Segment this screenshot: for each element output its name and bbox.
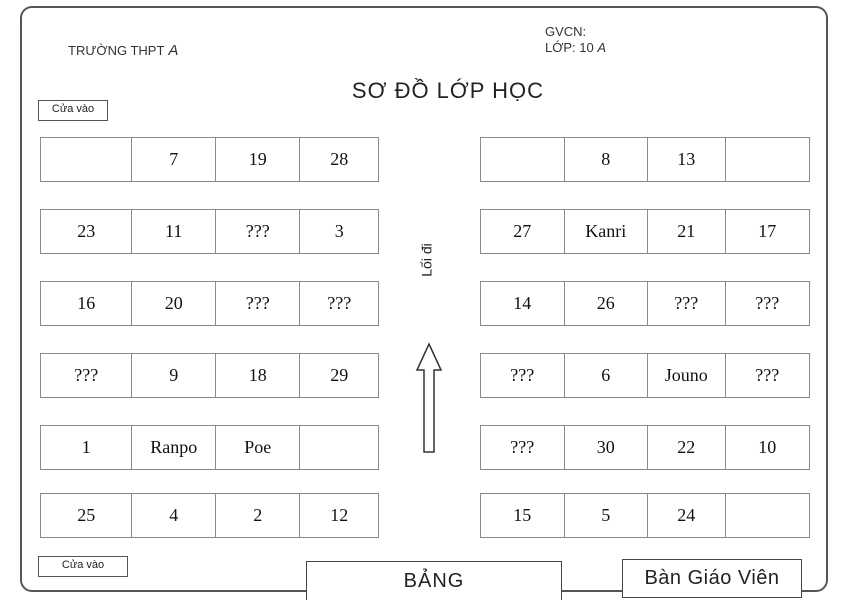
seat: ??? (481, 354, 565, 397)
seat: ??? (755, 365, 780, 385)
seat (41, 138, 133, 181)
seat-row: ??? 6 Jouno ??? (480, 353, 810, 398)
seat-row: ??? 9 18 29 (40, 353, 379, 398)
seat: 19 (216, 138, 301, 181)
class-prefix: LỚP: 10 (545, 40, 594, 55)
seat-row: 16 20 ??? ??? (40, 281, 379, 326)
teacher-label: GVCN: (545, 24, 587, 39)
seat: ??? (216, 282, 301, 325)
entrance-door-bottom: Cửa vào (38, 556, 128, 577)
teacher-desk: Bàn Giáo Viên (622, 559, 802, 598)
seat: Poe (216, 426, 301, 469)
seat: 16 (41, 282, 133, 325)
seat (300, 426, 378, 469)
seat: 3 (334, 221, 344, 241)
seat: 5 (565, 494, 648, 537)
class-label: LỚP: 10 A (545, 40, 606, 56)
seat-row: 7 19 28 (40, 137, 379, 182)
seat: ??? (648, 282, 726, 325)
seat: 21 (648, 210, 726, 253)
chalkboard: BẢNG (306, 561, 562, 600)
up-arrow-icon (415, 342, 443, 453)
seat: 9 (132, 354, 216, 397)
seat: 8 (565, 138, 648, 181)
seat: ??? (41, 354, 133, 397)
aisle-label-text: Lối đi (419, 243, 435, 277)
seat-row: ??? 30 22 10 (480, 425, 810, 470)
seat: 23 (41, 210, 133, 253)
seat: Ranpo (132, 426, 216, 469)
seat-row: 8 13 (480, 137, 810, 182)
seat: 1 (41, 426, 133, 469)
seat: 12 (330, 505, 349, 525)
seat: 29 (330, 365, 349, 385)
seat-row: 23 11 ??? 3 (40, 209, 379, 254)
aisle-label: Lối đi (412, 232, 442, 288)
seat: 11 (132, 210, 216, 253)
seat: Jouno (648, 354, 726, 397)
seat: ??? (481, 426, 565, 469)
entrance-door-top: Cửa vào (38, 100, 108, 121)
seat-row: 1 Ranpo Poe (40, 425, 379, 470)
seat-row: 27 Kanri 21 17 (480, 209, 810, 254)
class-letter: A (597, 40, 607, 55)
seat: 26 (565, 282, 648, 325)
seat: 14 (481, 282, 565, 325)
seat: 13 (648, 138, 726, 181)
seat (726, 494, 809, 537)
seat-row: 15 5 24 (480, 493, 810, 538)
seat (481, 138, 565, 181)
seat: 7 (132, 138, 216, 181)
page-title: SƠ ĐỒ LỚP HỌC (351, 78, 545, 103)
seat: 27 (481, 210, 565, 253)
seat: 2 (216, 494, 301, 537)
seat: 6 (565, 354, 648, 397)
seat: 4 (132, 494, 216, 537)
school-prefix: TRƯỜNG THPT (68, 43, 165, 58)
seat: ??? (216, 210, 301, 253)
seat: Kanri (565, 210, 648, 253)
seat: 18 (216, 354, 301, 397)
seat: ??? (327, 293, 352, 313)
seat-row: 25 4 2 12 (40, 493, 379, 538)
seat: 17 (758, 221, 777, 241)
seat: ??? (755, 293, 780, 313)
seat: 28 (330, 149, 349, 169)
seat: 25 (41, 494, 133, 537)
seat: 24 (648, 494, 726, 537)
seat: 22 (648, 426, 726, 469)
seat: 10 (758, 437, 777, 457)
school-letter: A (168, 42, 179, 59)
seat: 30 (565, 426, 648, 469)
seat (726, 138, 809, 181)
seat: 15 (481, 494, 565, 537)
class-info: GVCN: LỚP: 10 A (545, 24, 606, 56)
seat-row: 14 26 ??? ??? (480, 281, 810, 326)
seat: 20 (132, 282, 216, 325)
